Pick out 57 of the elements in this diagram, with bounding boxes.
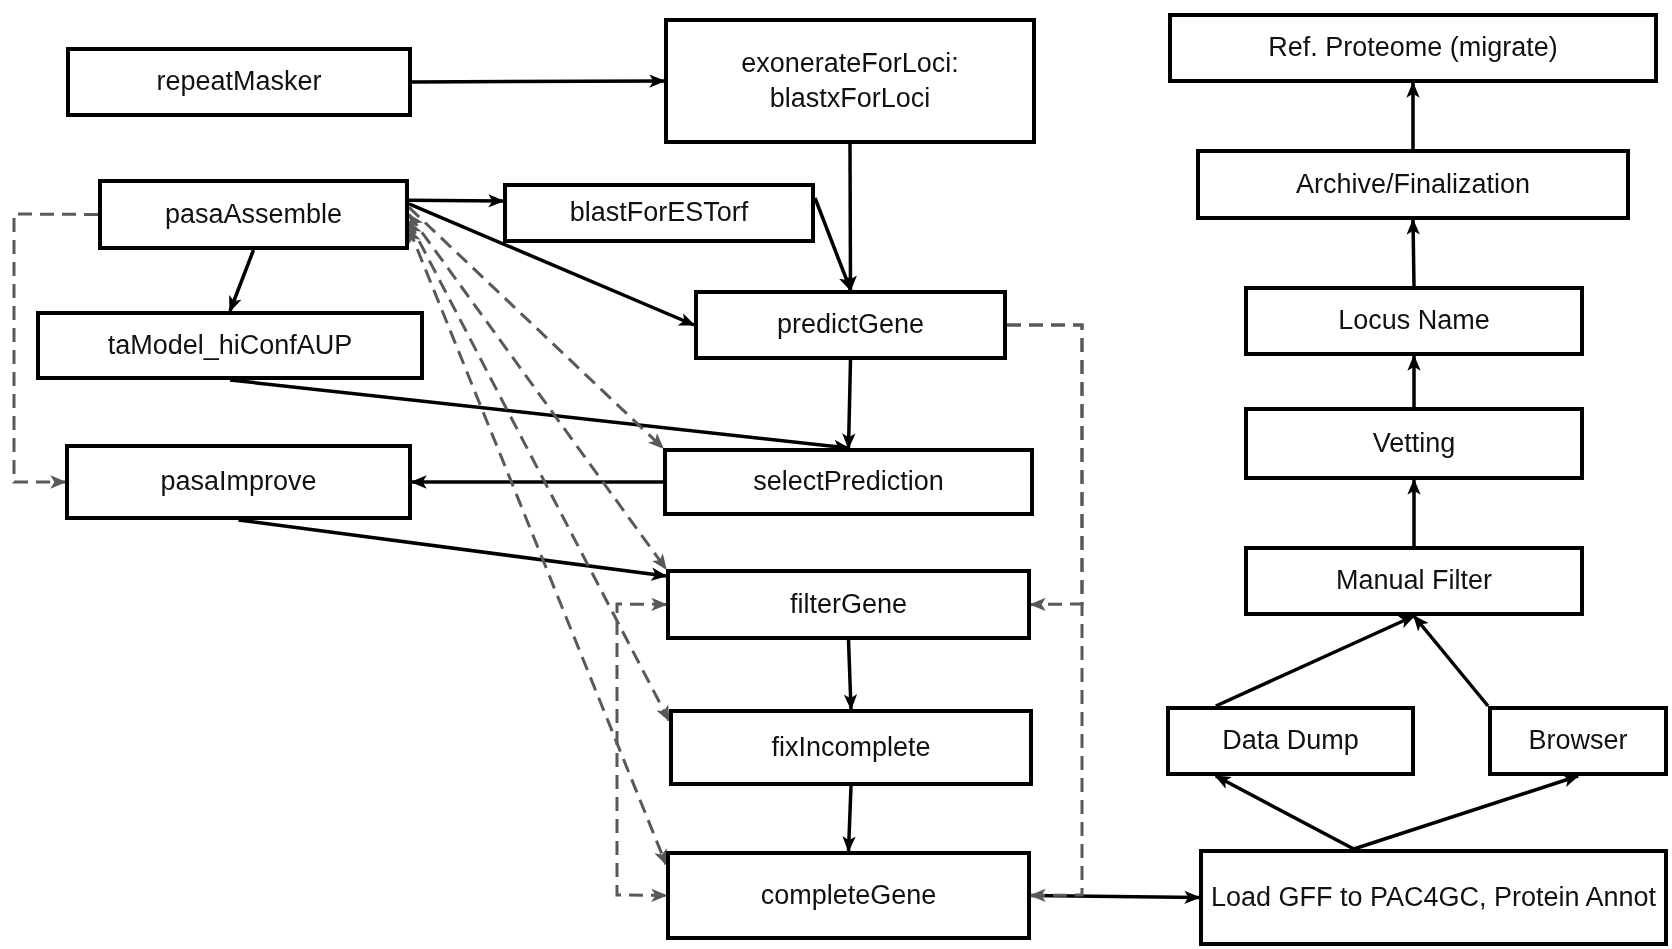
arrow [843, 639, 858, 711]
box-label: Load GFF to PAC4GC, Protein Annot [1210, 880, 1657, 914]
process-box [66, 47, 412, 117]
arrow [408, 202, 696, 327]
process-box [666, 569, 1031, 640]
dashed-arrow [12, 212, 98, 489]
arrow [842, 785, 856, 853]
arrow [1412, 614, 1490, 708]
box-label: Vetting [1372, 426, 1456, 460]
arrow [409, 194, 505, 208]
arrow [842, 359, 856, 450]
box-label: Data Dump [1222, 724, 1359, 758]
dashed-arrow [615, 597, 668, 902]
box-label: completeGene [760, 878, 937, 912]
process-box [65, 444, 412, 520]
box-label: pasaImprove [160, 465, 317, 499]
box-label: predictGene [776, 308, 925, 342]
process-box [98, 179, 409, 250]
box-label: pasaAssemble [164, 197, 343, 231]
arrow [228, 249, 256, 313]
arrow [238, 518, 668, 581]
process-box [1168, 13, 1658, 83]
arrow [1406, 81, 1420, 149]
process-box [1244, 546, 1584, 616]
box-label: Archive/Finalization [1295, 167, 1531, 201]
process-box [1488, 706, 1668, 776]
box-label: filterGene [789, 587, 908, 621]
process-box [503, 183, 815, 243]
process-box [663, 448, 1034, 516]
process-box [1244, 407, 1584, 480]
box-label: Ref. Proteome (migrate) [1268, 31, 1558, 65]
box-label: blastForESTorf [569, 196, 749, 230]
box-label: exonerateForLoci: blastxForLoci [740, 46, 960, 115]
process-box [1166, 706, 1415, 776]
box-label: Manual Filter [1335, 564, 1493, 598]
process-box [666, 851, 1031, 940]
box-label: repeatMasker [156, 65, 322, 99]
process-box [669, 709, 1033, 786]
dashed-arrow [1007, 323, 1084, 902]
arrow [1214, 774, 1355, 851]
process-box [1199, 849, 1668, 946]
box-label: Locus Name [1338, 304, 1490, 338]
arrow [412, 74, 666, 88]
box-label: fixIncomplete [771, 730, 931, 764]
arrow [1215, 614, 1416, 708]
arrow [1407, 354, 1421, 407]
process-box [1244, 286, 1584, 356]
arrow [1353, 774, 1580, 851]
box-label: taModel_hiConfAUP [107, 328, 353, 362]
arrow [1406, 218, 1420, 287]
process-box [1196, 149, 1630, 220]
arrow [1407, 478, 1421, 546]
box-label: selectPrediction [753, 465, 944, 499]
box-label: Browser [1528, 724, 1628, 758]
process-box [36, 311, 424, 380]
process-box [664, 18, 1036, 144]
process-box [694, 290, 1007, 360]
